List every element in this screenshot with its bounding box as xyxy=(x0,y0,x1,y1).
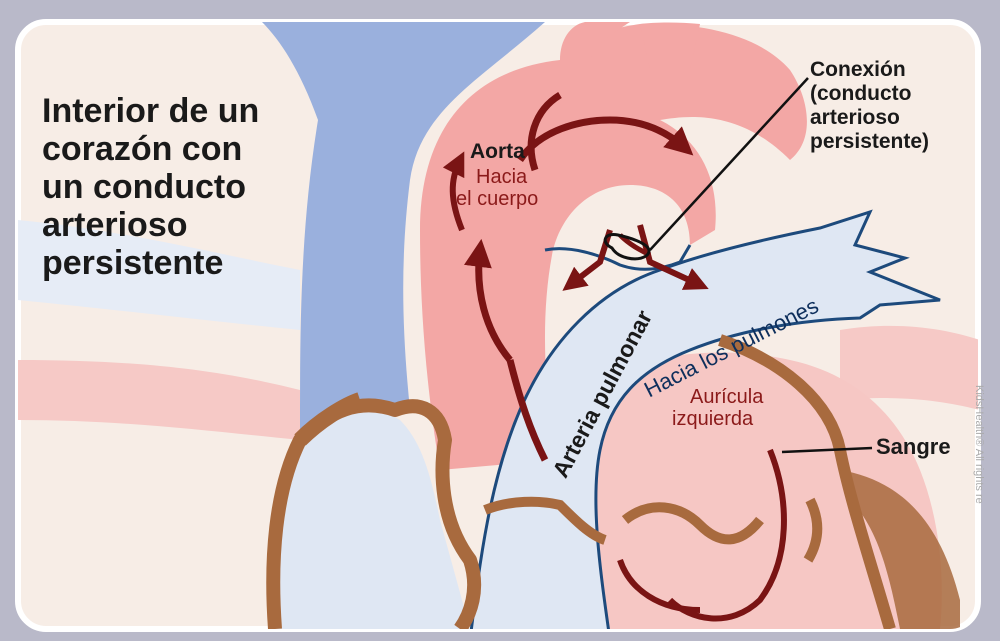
blood-arrow-shunt-right xyxy=(637,224,709,290)
connection-label: Conexión (conducto arterioso persistente… xyxy=(810,58,929,154)
left-atrium-label-1: Aurícula xyxy=(690,386,764,408)
title-line: un conducto xyxy=(42,168,246,206)
connection-line: persistente) xyxy=(810,130,930,153)
background-vessel-left-pink xyxy=(18,360,300,440)
aorta-branch-2 xyxy=(640,22,700,70)
blood-arrow-ascending xyxy=(464,238,513,363)
connection-line: arterioso xyxy=(810,106,900,129)
blood-label: Sangre xyxy=(876,434,951,459)
blood-pointer xyxy=(781,446,873,454)
page-title: Interior de un corazón con un conducto a… xyxy=(42,92,259,282)
aorta-sublabel-1: Hacia xyxy=(476,166,528,188)
left-atrium-label-2: izquierda xyxy=(672,408,754,430)
blood-arrow-left-atrium xyxy=(667,448,787,622)
aorta-label: Aorta xyxy=(470,140,525,163)
ductus-loop xyxy=(603,232,651,261)
copyright-text: KidsHealth® All rights re xyxy=(973,385,985,504)
right-atrium xyxy=(273,409,470,629)
background-vessel-right-pink xyxy=(840,325,978,410)
muscle-outline-right xyxy=(266,398,482,629)
muscle-inner-1 xyxy=(483,496,607,545)
background-vessel-left xyxy=(18,220,300,330)
blood-arrow-aortic-arch xyxy=(517,116,694,163)
aorta-sublabel-2: el cuerpo xyxy=(456,188,539,210)
connection-pointer xyxy=(649,77,809,251)
connection-line: (conducto xyxy=(810,82,912,105)
connection-line: Conexión xyxy=(810,58,906,81)
blood-arrow-shunt-left xyxy=(562,229,613,291)
muscle-inner-2 xyxy=(621,502,764,545)
aorta-shape xyxy=(420,23,807,470)
title-line: arterioso xyxy=(42,206,188,244)
title-line: corazón con xyxy=(42,130,243,168)
aorta-branch-1 xyxy=(560,22,630,60)
title-line: Interior de un xyxy=(42,92,260,130)
title-line: persistente xyxy=(42,244,224,282)
vena-cava xyxy=(262,22,545,430)
